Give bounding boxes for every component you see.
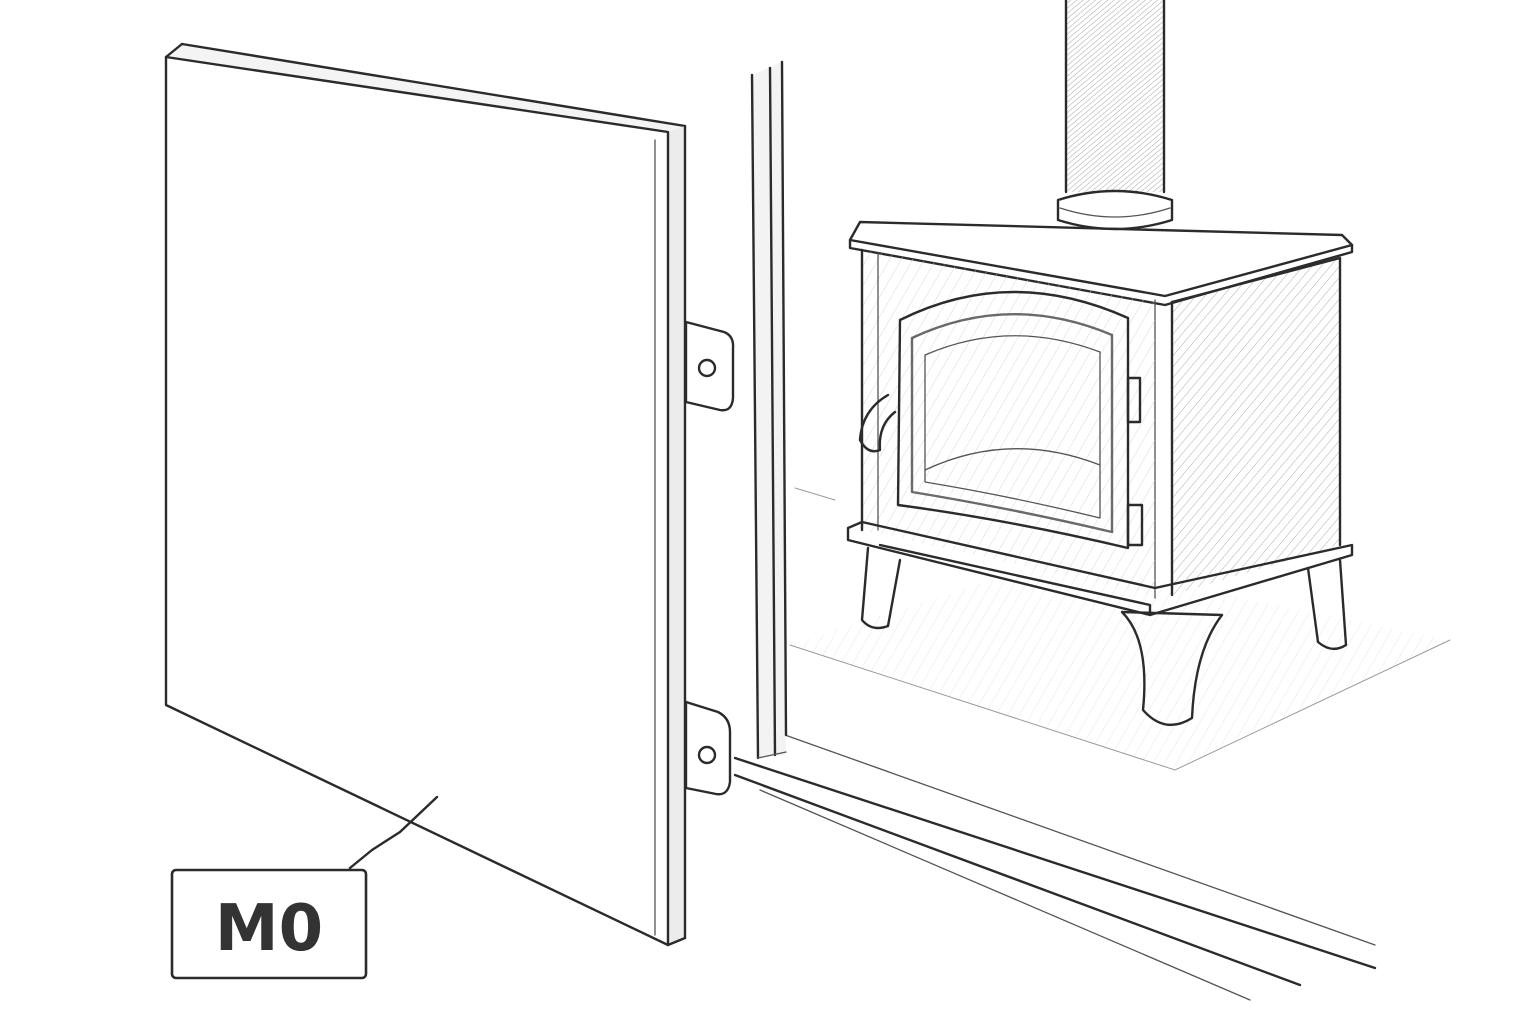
callout-leader xyxy=(348,795,439,870)
hearth-plate xyxy=(789,487,1451,771)
wood-stove xyxy=(846,220,1354,727)
heat-shield-panel xyxy=(164,42,687,947)
callout-label-box: M0 xyxy=(170,868,368,980)
stove-pipe xyxy=(1056,0,1174,231)
floor-rail xyxy=(733,734,1377,1001)
lower-bracket xyxy=(684,700,732,796)
callout-label: M0 xyxy=(215,892,323,966)
vertical-post xyxy=(750,60,788,760)
upper-bracket xyxy=(684,320,735,412)
